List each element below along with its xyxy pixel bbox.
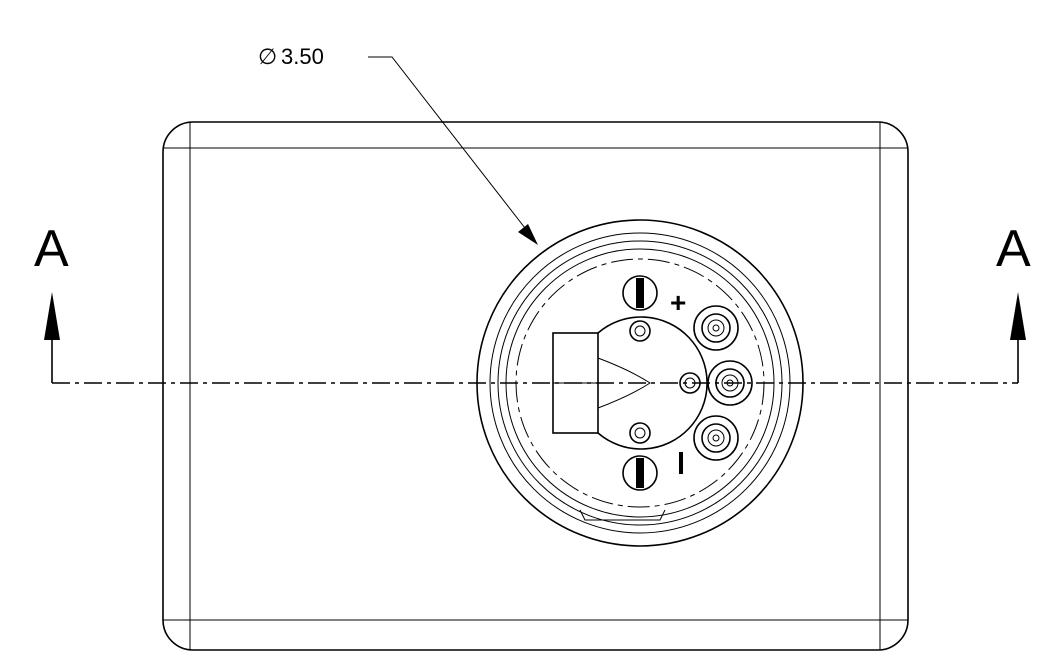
pin-plus-outer xyxy=(693,305,739,351)
pin-minus-inner xyxy=(707,429,725,447)
pin-plus xyxy=(693,305,739,351)
hole-top-inner xyxy=(634,325,646,337)
pin-minus-core xyxy=(712,434,720,442)
connector-key-notch xyxy=(579,509,666,521)
pin-plus-inner xyxy=(707,319,725,337)
insert-detail xyxy=(597,357,651,409)
section-left-arrow-head xyxy=(44,292,60,340)
diameter-leader-arrow xyxy=(518,224,538,245)
screw-bottom-head xyxy=(622,455,658,491)
hole-top xyxy=(629,320,651,342)
section-label-left: A xyxy=(34,220,69,278)
diameter-value: 3.50 xyxy=(281,44,324,69)
diameter-leader-line xyxy=(368,56,526,229)
pin-minus-outer xyxy=(693,415,739,461)
pin-plus-mid xyxy=(701,313,731,343)
polarity-minus-mark xyxy=(679,452,683,474)
pin-minus xyxy=(693,415,739,461)
screw-top-slot xyxy=(636,278,644,308)
hidden-outline xyxy=(189,147,881,621)
hole-bottom xyxy=(629,422,651,444)
polarity-plus-label: + xyxy=(670,287,686,318)
section-label-right: A xyxy=(996,220,1031,278)
screw-top-head xyxy=(622,275,658,311)
screw-bottom-slot xyxy=(636,458,644,488)
hole-top-outer xyxy=(629,320,651,342)
section-line: A A xyxy=(34,220,1031,384)
screw-bottom xyxy=(622,455,658,491)
housing xyxy=(162,121,909,651)
section-right-arrow-head xyxy=(1010,292,1026,340)
hole-bottom-outer xyxy=(629,422,651,444)
diameter-dimension: ∅ 3.50 xyxy=(258,44,538,245)
housing-outline xyxy=(162,121,909,651)
screw-top xyxy=(622,275,658,311)
pin-plus-core xyxy=(712,324,720,332)
pin-minus-mid xyxy=(701,423,731,453)
diameter-symbol: ∅ xyxy=(258,44,277,69)
hole-bottom-inner xyxy=(634,427,646,439)
